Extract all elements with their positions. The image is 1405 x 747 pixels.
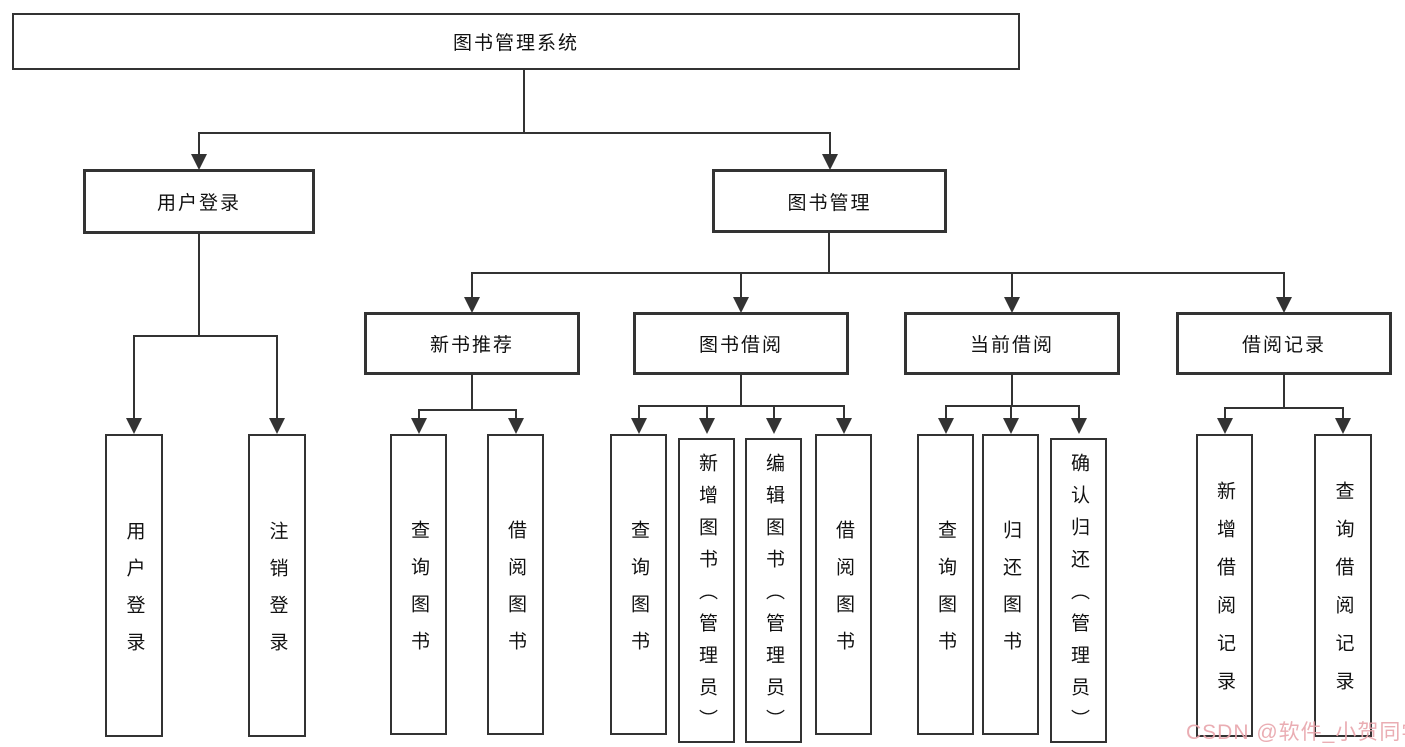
connector-line: [1224, 407, 1343, 409]
connector-line: [418, 409, 517, 411]
arrow-down-icon: [822, 154, 838, 170]
arrow-down-icon: [1335, 418, 1351, 434]
node-label: 当前借阅: [969, 335, 1054, 356]
node-label: 图书管理系统: [452, 33, 579, 54]
connector-line: [945, 405, 947, 420]
node-borrow-books-recommend: 借阅图书: [487, 434, 544, 735]
node-label: 新增图书（管理员）: [696, 453, 717, 741]
connector-line: [198, 132, 200, 156]
node-user-login-leaf: 用户登录: [105, 434, 163, 737]
node-label: 归还图书: [1000, 519, 1021, 668]
node-label: 新书推荐: [429, 335, 514, 356]
connector-line: [133, 335, 135, 420]
connector-line: [740, 374, 742, 406]
connector-line: [471, 272, 1285, 274]
arrow-down-icon: [766, 418, 782, 434]
node-add-book-admin: 新增图书（管理员）: [678, 438, 735, 743]
node-current-borrowing: 当前借阅: [904, 312, 1120, 375]
node-label: 借阅记录: [1241, 335, 1326, 356]
connector-line: [706, 405, 708, 420]
connector-line: [843, 405, 845, 420]
node-book-management: 图书管理: [712, 169, 947, 233]
node-label: 图书借阅: [698, 335, 783, 356]
node-label: 借阅图书: [833, 519, 854, 668]
connector-line: [1010, 405, 1012, 420]
node-query-books-current: 查询图书: [917, 434, 974, 735]
node-query-borrow-record: 查询借阅记录: [1314, 434, 1372, 737]
node-label: 编辑图书（管理员）: [763, 453, 784, 741]
connector-line: [515, 409, 517, 420]
connector-line: [198, 233, 200, 337]
node-edit-book-admin: 编辑图书（管理员）: [745, 438, 802, 743]
connector-line: [471, 374, 473, 410]
node-new-book-recommend: 新书推荐: [364, 312, 580, 375]
arrow-down-icon: [411, 418, 427, 434]
arrow-down-icon: [126, 418, 142, 434]
arrow-down-icon: [699, 418, 715, 434]
node-query-books-recommend: 查询图书: [390, 434, 447, 735]
arrow-down-icon: [1217, 418, 1233, 434]
connector-line: [828, 233, 830, 273]
connector-line: [829, 132, 831, 156]
connector-line: [945, 405, 1080, 407]
node-label: 借阅图书: [505, 519, 526, 668]
connector-line: [523, 69, 525, 133]
node-logout: 注销登录: [248, 434, 306, 737]
connector-line: [418, 409, 420, 420]
connector-line: [471, 272, 473, 299]
connector-line: [133, 335, 278, 337]
connector-line: [1342, 407, 1344, 420]
connector-line: [638, 405, 640, 420]
node-label: 注销登录: [266, 520, 288, 669]
node-label: 查询借阅记录: [1332, 481, 1354, 709]
connector-line: [740, 272, 742, 299]
connector-line: [1224, 407, 1226, 420]
node-label: 查询图书: [628, 519, 649, 668]
node-query-books-borrowing: 查询图书: [610, 434, 667, 735]
node-add-borrow-record: 新增借阅记录: [1196, 434, 1253, 737]
node-label: 新增借阅记录: [1214, 481, 1235, 709]
node-confirm-return-admin: 确认归还（管理员）: [1050, 438, 1107, 743]
node-book-borrowing: 图书借阅: [633, 312, 849, 375]
connector-line: [1011, 272, 1013, 299]
arrow-down-icon: [733, 297, 749, 313]
connector-line: [1078, 405, 1080, 420]
node-label: 图书管理: [787, 192, 872, 214]
arrow-down-icon: [938, 418, 954, 434]
arrow-down-icon: [1004, 297, 1020, 313]
arrow-down-icon: [464, 297, 480, 313]
arrow-down-icon: [508, 418, 524, 434]
connector-line: [1283, 374, 1285, 408]
arrow-down-icon: [1276, 297, 1292, 313]
arrow-down-icon: [1003, 418, 1019, 434]
connector-line: [276, 335, 278, 420]
node-borrow-records: 借阅记录: [1176, 312, 1392, 375]
arrow-down-icon: [1071, 418, 1087, 434]
connector-line: [773, 405, 775, 420]
arrow-down-icon: [836, 418, 852, 434]
node-label: 查询图书: [408, 519, 429, 668]
arrow-down-icon: [269, 418, 285, 434]
connector-line: [198, 132, 831, 134]
node-return-books: 归还图书: [982, 434, 1039, 735]
node-label: 用户登录: [156, 193, 241, 214]
arrow-down-icon: [191, 154, 207, 170]
connector-line: [638, 405, 845, 407]
arrow-down-icon: [631, 418, 647, 434]
node-borrow-books: 借阅图书: [815, 434, 872, 735]
node-library-management-system: 图书管理系统: [12, 13, 1020, 70]
node-user-login: 用户登录: [83, 169, 315, 234]
node-label: 查询图书: [935, 519, 956, 668]
node-label: 确认归还（管理员）: [1068, 453, 1089, 741]
node-label: 用户登录: [123, 520, 145, 669]
connector-line: [1011, 374, 1013, 406]
csdn-watermark: CSDN @软件_小贺同学: [1186, 721, 1405, 744]
connector-line: [1283, 272, 1285, 299]
